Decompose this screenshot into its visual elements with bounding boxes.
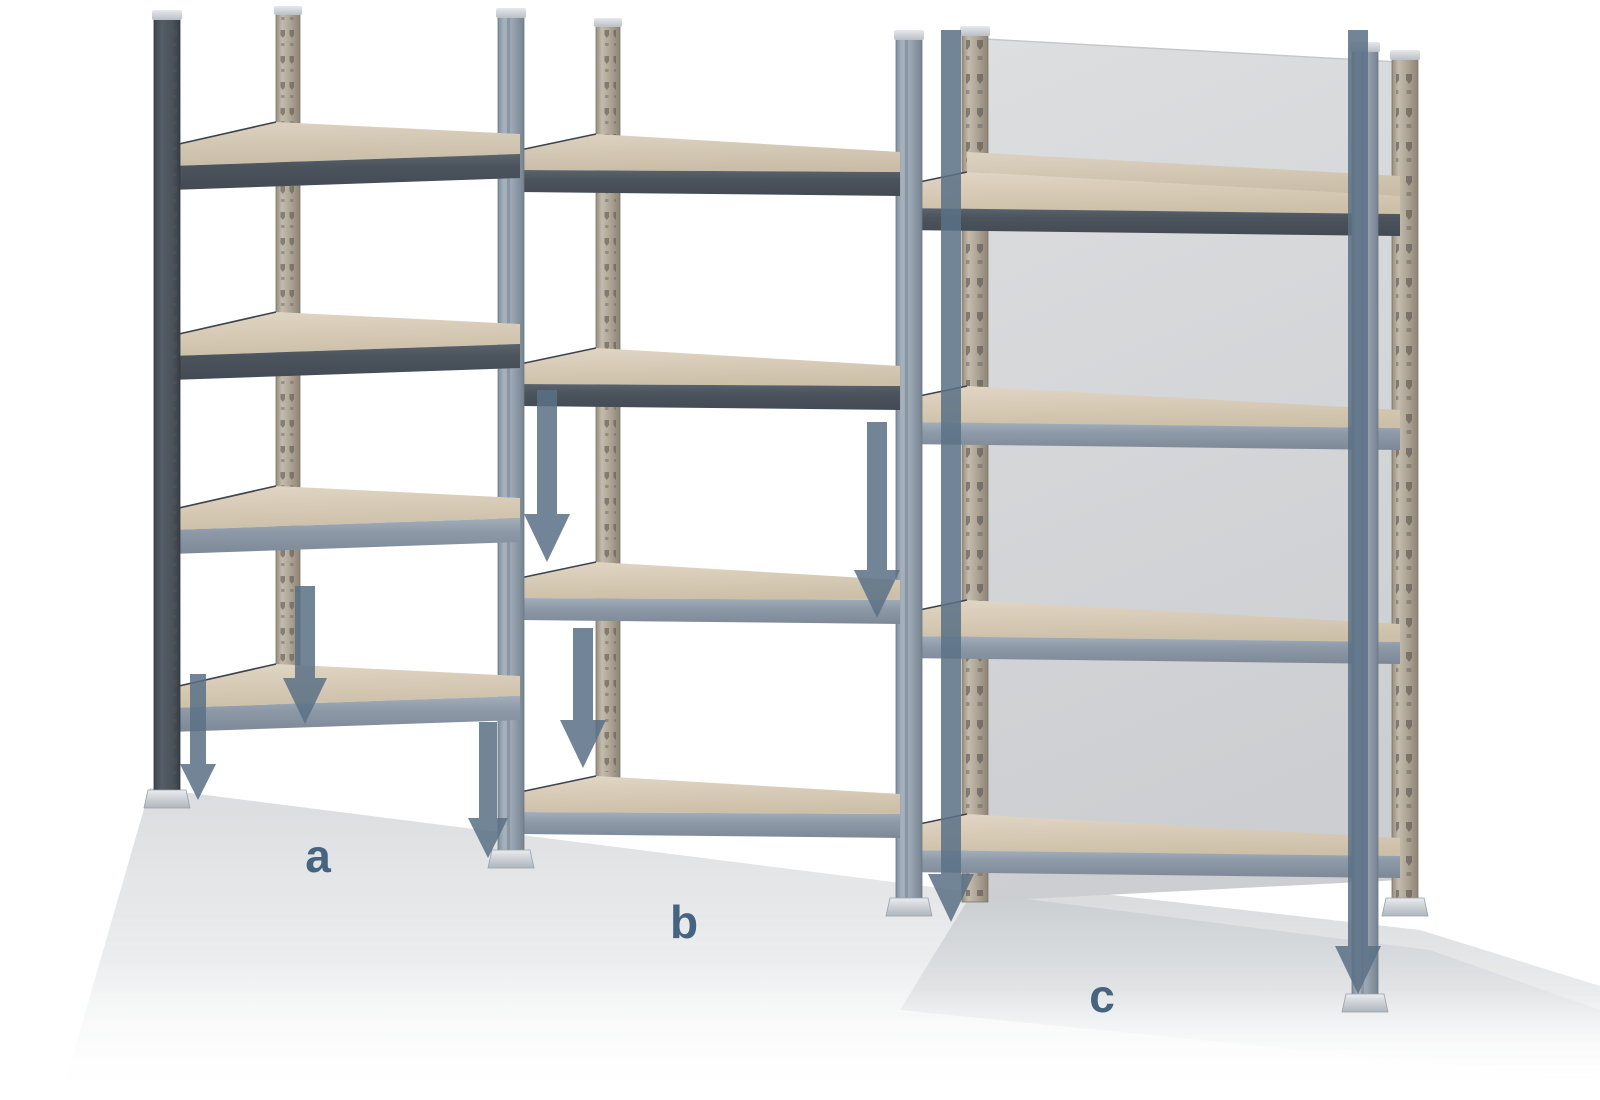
unit-a (143, 6, 520, 809)
unit-b (487, 8, 900, 869)
unit-label-a: a (305, 830, 331, 882)
unit-a-shelf-1 (169, 121, 520, 190)
unit-a-shelf-2 (169, 311, 520, 380)
unit-c-shelf-2 (899, 385, 1400, 450)
arrow-a-rear-post (283, 586, 327, 724)
unit-b-shelf-1 (519, 133, 900, 196)
arrow-a-front-post (180, 674, 216, 800)
load-arrow-group (180, 30, 1381, 994)
arrow-c-right-post (1335, 30, 1381, 994)
arrow-b-mid-post (560, 628, 606, 768)
unit-c (885, 26, 1429, 1013)
floor-shadow-group (60, 788, 1600, 1100)
unit-c-shelf-4 (899, 813, 1400, 878)
arrow-b-right-post (854, 422, 900, 618)
unit-b-shelf-3 (519, 561, 900, 624)
unit-a-shelf-3 (169, 485, 520, 554)
unit-c-front-upright-left (885, 30, 933, 917)
unit-label-c: c (1089, 970, 1115, 1022)
unit-label-b: b (670, 896, 698, 948)
arrow-b-rear-post (524, 390, 570, 562)
arrow-c-left-post (928, 30, 974, 922)
unit-a-shelf-4 (169, 663, 520, 732)
unit-b-shelf-2 (519, 347, 900, 410)
unit-b-shelf-4 (519, 775, 900, 838)
unit-c-back-panel (967, 38, 1400, 902)
unit-c-shelf-1 (899, 152, 1400, 236)
arrow-b-front-post (468, 722, 508, 858)
unit-a-front-upright-left (143, 10, 191, 809)
